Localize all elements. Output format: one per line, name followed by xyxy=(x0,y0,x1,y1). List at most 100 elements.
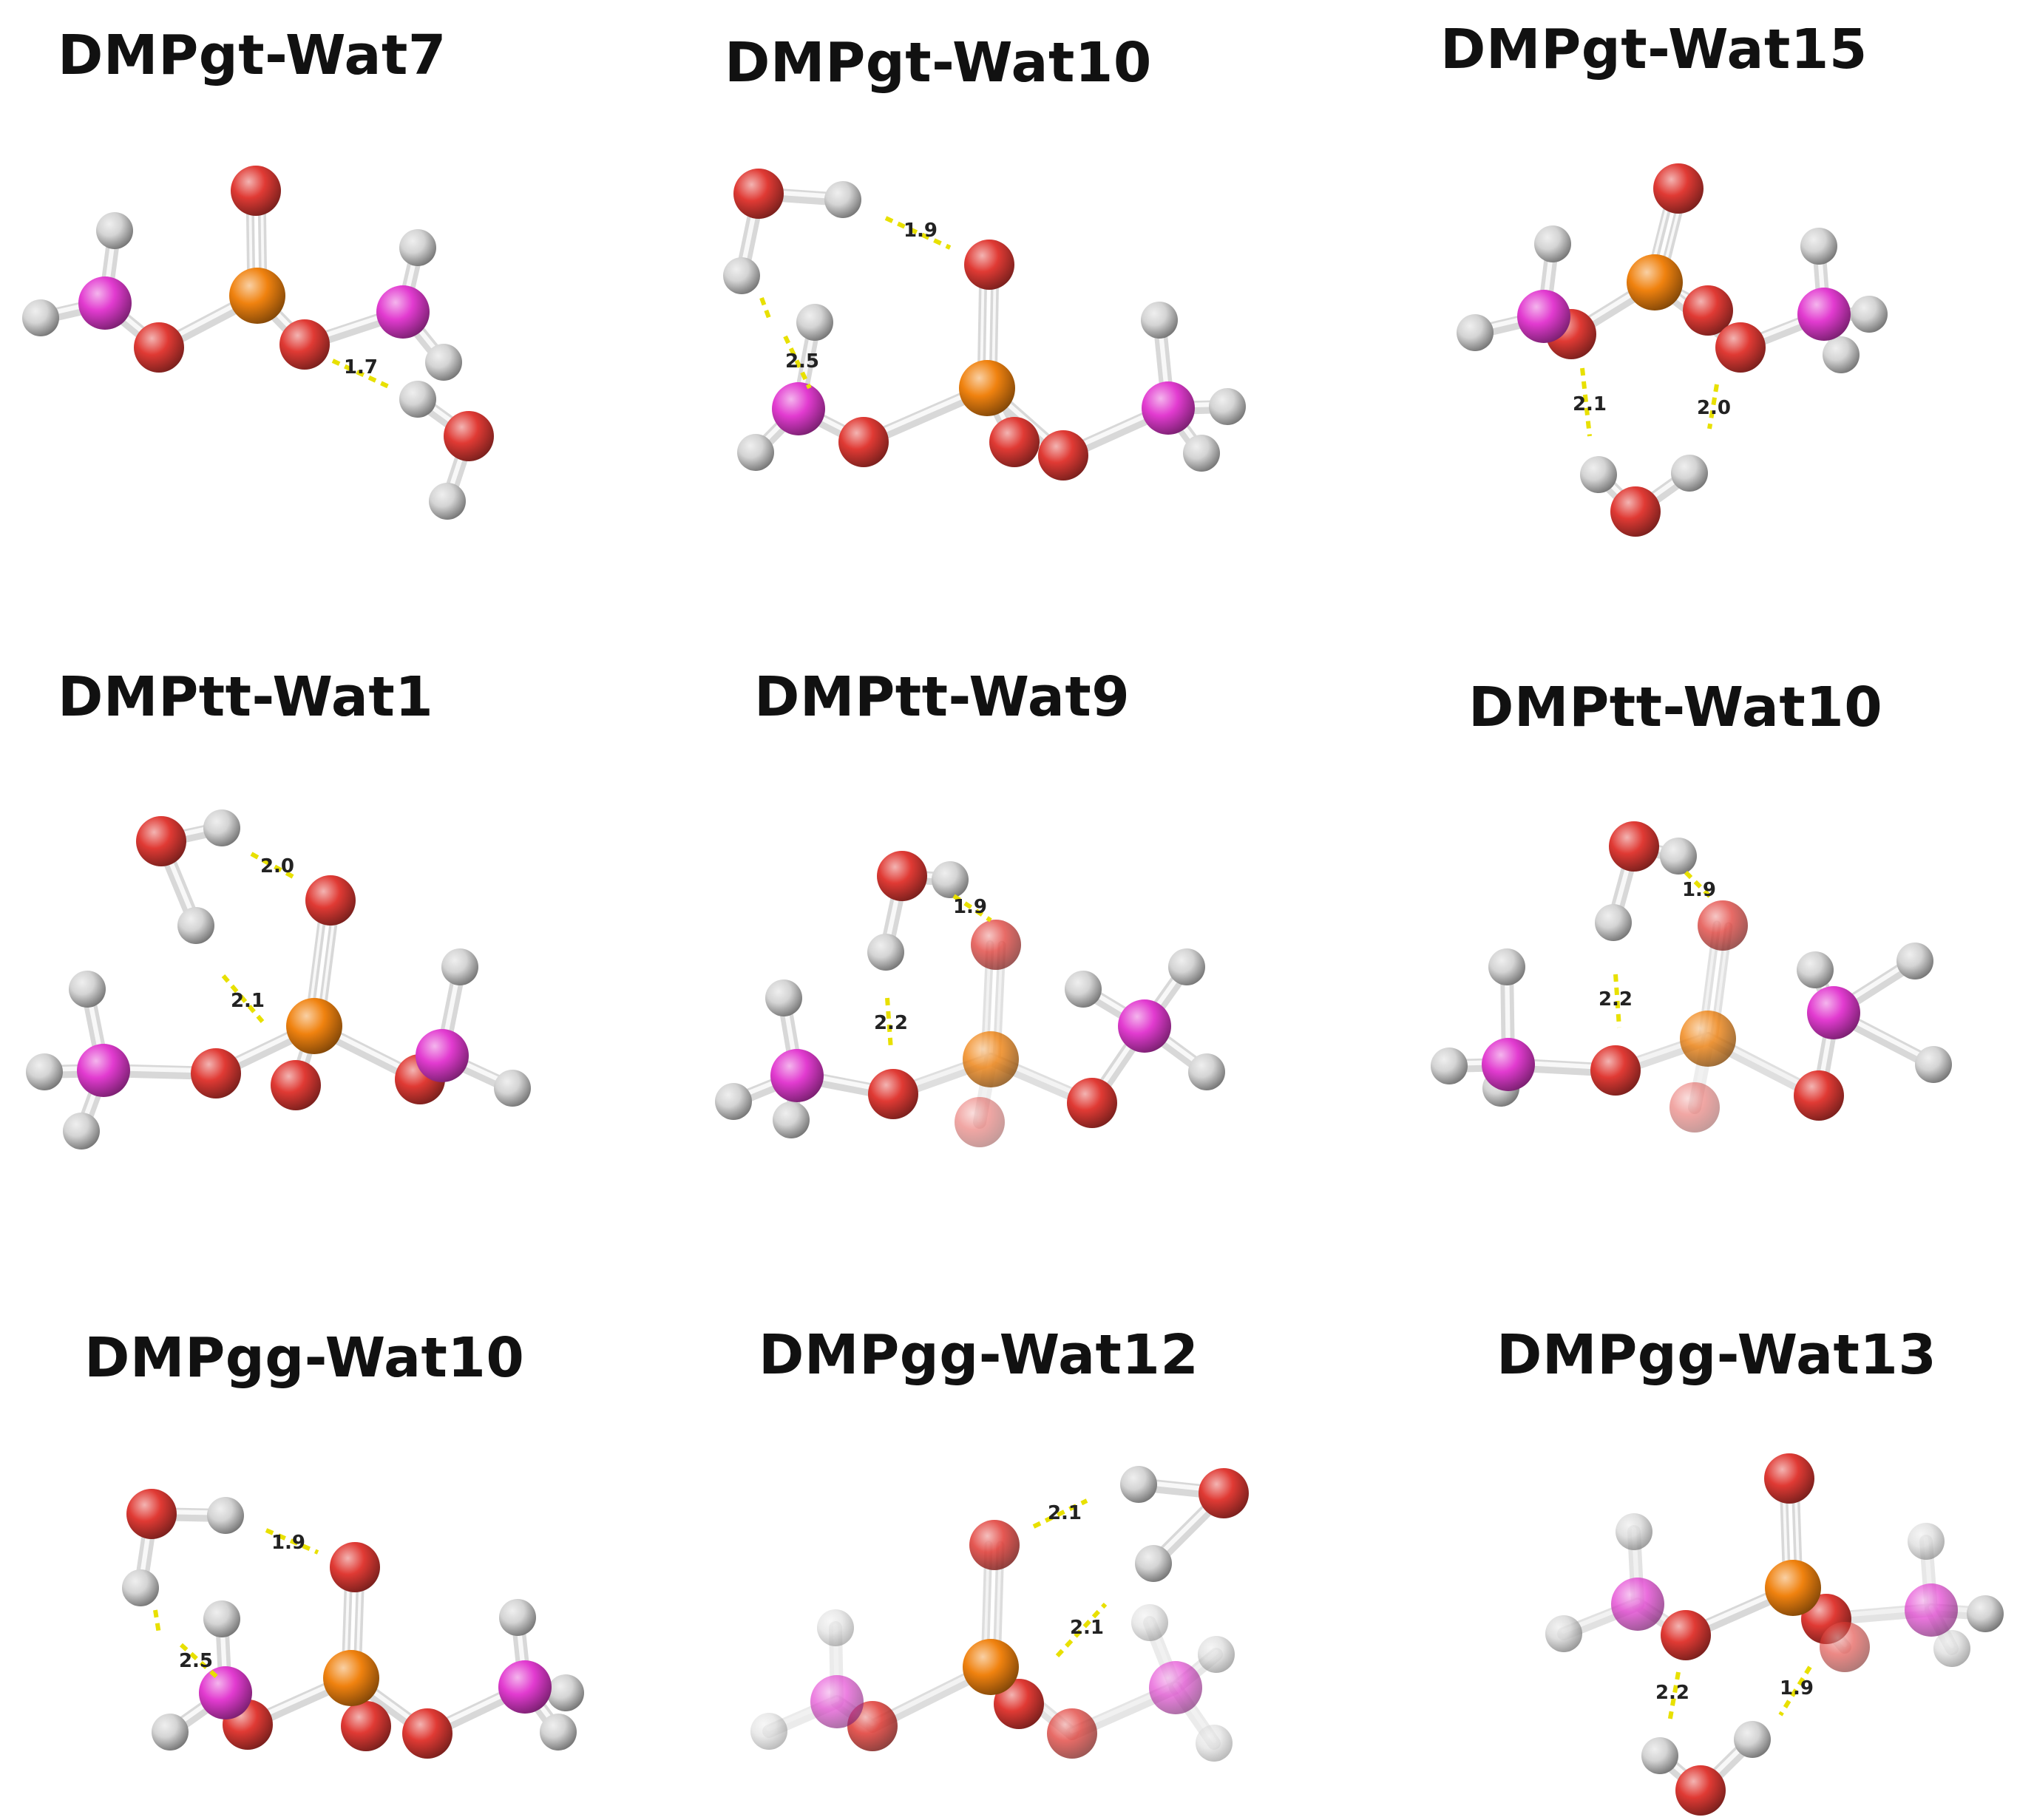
phosphorus-atom xyxy=(1627,254,1683,310)
oxygen-atom xyxy=(126,1489,177,1539)
hydrogen-atom xyxy=(1120,1466,1157,1503)
oxygen-atom xyxy=(305,875,356,926)
hydrogen-bond-dash xyxy=(179,1643,220,1680)
phosphorus-atom xyxy=(963,1639,1019,1695)
hydrogen-atom xyxy=(1908,1523,1945,1560)
hydrogen-atom xyxy=(1431,1047,1468,1084)
hydrogen-atom xyxy=(1823,336,1860,373)
hydrogen-atom xyxy=(1734,1721,1771,1758)
hydrogen-bond-distance-label: 2.5 xyxy=(179,1650,213,1672)
panel-title-dmpgt-wat10: DMPgt-Wat10 xyxy=(725,31,1152,95)
hydrogen-bond-dash xyxy=(1032,1498,1088,1529)
hydrogen-atom xyxy=(399,381,436,418)
panel-title-dmpgt-wat15: DMPgt-Wat15 xyxy=(1440,18,1868,81)
hydrogen-atom xyxy=(1641,1737,1678,1774)
hydrogen-bond-distance-label: 2.1 xyxy=(1070,1617,1104,1639)
hydrogen-atom xyxy=(723,257,760,294)
hydrogen-bond-dash xyxy=(1684,870,1716,903)
hydrogen-atom xyxy=(540,1714,577,1751)
hydrogen-atom xyxy=(1196,1725,1233,1762)
carbon-atom xyxy=(810,1675,864,1728)
carbon-atom xyxy=(1118,999,1171,1053)
panel-title-dmptt-wat9: DMPtt-Wat9 xyxy=(754,665,1130,729)
hydrogen-bond-distance-label: 2.0 xyxy=(260,855,294,877)
hydrogen-atom xyxy=(63,1113,100,1150)
carbon-atom xyxy=(770,1049,824,1102)
carbon-atom xyxy=(1905,1583,1958,1637)
hydrogen-bond-distance-label: 2.1 xyxy=(231,990,265,1012)
molecule-p4: 2.0 2.1 xyxy=(26,809,531,1150)
oxygen-atom xyxy=(134,322,184,373)
carbon-atom xyxy=(1807,986,1860,1039)
oxygen-atom xyxy=(1661,1610,1711,1660)
oxygen-atom xyxy=(1675,1765,1726,1816)
carbon-atom xyxy=(498,1660,552,1714)
hydrogen-atom xyxy=(1671,455,1708,492)
oxygen-atom xyxy=(994,1679,1044,1729)
hydrogen-atom xyxy=(429,483,466,520)
hydrogen-atom xyxy=(1851,296,1888,333)
molecule-p6: 1.92.2 xyxy=(1431,821,1952,1133)
oxygen-atom xyxy=(191,1048,241,1099)
hydrogen-bond-distance-label: 2.2 xyxy=(1599,988,1633,1011)
molecule-p8: 2.1 2.1 xyxy=(750,1466,1249,1762)
hydrogen-atom xyxy=(773,1101,810,1138)
hydrogen-atom xyxy=(1797,951,1834,988)
hydrogen-bond-distance-label: 1.9 xyxy=(1780,1677,1814,1700)
carbon-atom xyxy=(772,382,825,435)
oxygen-atom xyxy=(1794,1070,1844,1121)
hydrogen-atom xyxy=(765,979,802,1016)
hydrogen-bond-dash xyxy=(1667,1671,1681,1723)
hydrogen-atom xyxy=(425,344,462,381)
hydrogen-atom xyxy=(1534,225,1571,262)
hydrogen-atom xyxy=(499,1599,536,1636)
oxygen-atom xyxy=(279,319,330,370)
hydrogen-atom xyxy=(1616,1513,1652,1550)
hydrogen-atom xyxy=(1209,388,1246,425)
hydrogen-atom xyxy=(547,1674,584,1711)
oxygen-atom xyxy=(1038,430,1088,481)
carbon-atom xyxy=(1142,381,1195,435)
hydrogen-atom xyxy=(1545,1615,1582,1652)
oxygen-atom xyxy=(971,920,1021,970)
carbon-atom xyxy=(1797,288,1851,341)
panel-title-dmpgg-wat10: DMPgg-Wat10 xyxy=(84,1326,525,1390)
hydrogen-atom xyxy=(817,1609,854,1646)
panel-title-dmpgg-wat13: DMPgg-Wat13 xyxy=(1496,1323,1937,1387)
hydrogen-atom xyxy=(1933,1630,1970,1667)
hydrogen-bond-dash xyxy=(250,852,297,880)
hydrogen-bond-distance-label: 2.5 xyxy=(785,350,819,373)
oxygen-atom xyxy=(1610,486,1661,537)
hydrogen-bond-distance-label: 2.1 xyxy=(1573,393,1607,415)
hydrogen-atom xyxy=(177,907,214,944)
hydrogen-atom xyxy=(1595,904,1632,941)
phosphorus-atom xyxy=(1765,1560,1821,1616)
hydrogen-atom xyxy=(1131,1604,1168,1641)
hydrogen-bond-dash xyxy=(331,359,393,390)
oxygen-atom xyxy=(1820,1622,1870,1672)
hydrogen-bond-dash xyxy=(884,216,952,250)
carbon-atom xyxy=(376,285,430,339)
hydrogen-atom xyxy=(1198,1636,1235,1673)
oxygen-atom xyxy=(341,1701,391,1751)
oxygen-atom xyxy=(330,1542,380,1592)
molecule-p1: 1.7 xyxy=(22,166,494,520)
hydrogen-bond-distance-label: 2.1 xyxy=(1048,1502,1082,1524)
hydrogen-bond-distance-label: 1.9 xyxy=(953,896,987,918)
hydrogen-bond-distance-label: 1.9 xyxy=(904,220,938,242)
hydrogen-bond-distance-label: 1.7 xyxy=(344,356,378,378)
hydrogen-atom xyxy=(26,1053,63,1090)
carbon-atom xyxy=(416,1029,469,1082)
hydrogen-bond-dash xyxy=(153,1609,161,1634)
oxygen-atom xyxy=(1199,1468,1249,1518)
hydrogen-atom xyxy=(1065,971,1102,1008)
hydrogen-atom xyxy=(69,971,106,1008)
oxygen-atom xyxy=(1609,821,1659,872)
panel-title-dmptt-wat1: DMPtt-Wat1 xyxy=(58,665,434,729)
hydrogen-atom xyxy=(122,1569,159,1606)
oxygen-atom xyxy=(969,1520,1020,1570)
hydrogen-atom xyxy=(750,1713,787,1750)
phosphorus-atom xyxy=(963,1031,1019,1087)
